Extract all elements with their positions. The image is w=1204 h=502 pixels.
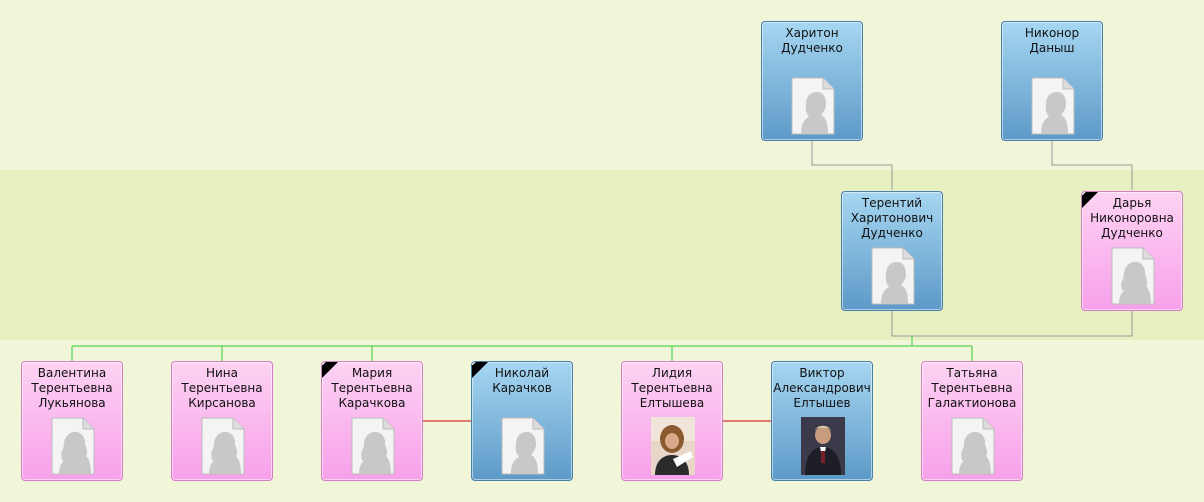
parent-line-khariton <box>811 141 893 190</box>
person-card-darya[interactable]: Дарья Никоноровна Дудченко <box>1081 191 1183 311</box>
person-name: Николай Карачков <box>492 366 552 395</box>
mourning-ribbon-icon <box>472 362 488 378</box>
person-card-lidiya[interactable]: Лидия Терентьевна Елтышева <box>621 361 723 481</box>
person-card-nina[interactable]: Нина Терентьевна Кирсанова <box>171 361 273 481</box>
generation-band-2 <box>0 170 1204 340</box>
silhouette-icon <box>1031 77 1075 135</box>
person-name: Харитон Дудченко <box>781 26 843 55</box>
parent-line-nikonor <box>1051 141 1133 190</box>
person-photo <box>651 417 695 475</box>
silhouette-icon <box>1111 247 1155 305</box>
mourning-ribbon-icon <box>1082 192 1098 208</box>
person-name: Валентина Терентьевна Лукьянова <box>31 366 113 410</box>
person-name: Мария Терентьевна Карачкова <box>331 366 413 410</box>
person-card-terentiy[interactable]: Терентий Харитонович Дудченко <box>841 191 943 311</box>
person-name: Татьяна Терентьевна Галактионова <box>927 366 1017 410</box>
silhouette-icon <box>791 77 835 135</box>
person-card-khariton[interactable]: Харитон Дудченко <box>761 21 863 141</box>
person-name: Лидия Терентьевна Елтышева <box>631 366 713 410</box>
mourning-ribbon-icon <box>322 362 338 378</box>
person-name: Нина Терентьевна Кирсанова <box>181 366 263 410</box>
silhouette-icon <box>351 417 395 475</box>
person-card-nikolay[interactable]: Николай Карачков <box>471 361 573 481</box>
silhouette-icon <box>501 417 545 475</box>
person-card-valentina[interactable]: Валентина Терентьевна Лукьянова <box>21 361 123 481</box>
person-name: Терентий Харитонович Дудченко <box>850 196 934 240</box>
person-card-viktor[interactable]: Виктор Александрович Елтышев <box>771 361 873 481</box>
person-name: Виктор Александрович Елтышев <box>773 366 871 410</box>
parent-line-darya <box>912 311 1133 337</box>
person-card-nikonor[interactable]: Никонор Даныш <box>1001 21 1103 141</box>
person-card-tatyana[interactable]: Татьяна Терентьевна Галактионова <box>921 361 1023 481</box>
parent-line-terentiy <box>891 311 912 337</box>
person-name: Никонор Даныш <box>1024 26 1080 55</box>
person-photo <box>801 417 845 475</box>
silhouette-icon <box>951 417 995 475</box>
silhouette-icon <box>871 247 915 305</box>
silhouette-icon <box>51 417 95 475</box>
silhouette-icon <box>201 417 245 475</box>
person-card-mariya[interactable]: Мария Терентьевна Карачкова <box>321 361 423 481</box>
person-name: Дарья Никоноровна Дудченко <box>1090 196 1174 240</box>
